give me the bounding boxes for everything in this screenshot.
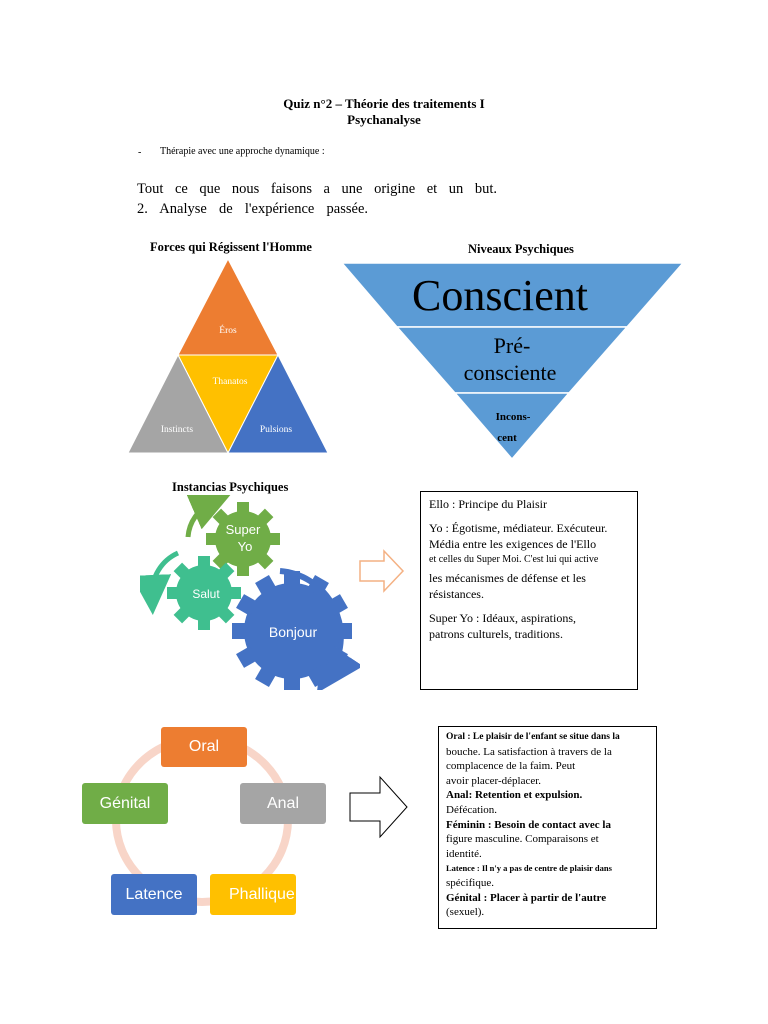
lat-desc-1: Il n'y a pas de centre de plaisir dans	[479, 863, 612, 874]
anal-desc-1: Retention et expulsion.	[472, 789, 583, 802]
instincts-segment	[127, 353, 229, 454]
pulsions-label: Pulsions	[260, 425, 293, 435]
preconscient-label-a: Pré-	[494, 333, 531, 358]
preconscient-label-b: consciente	[464, 360, 557, 385]
stage-anal: Anal	[240, 783, 326, 824]
yo-text-2: Média entre les exigences de l'Ello	[429, 537, 597, 551]
bullet-text: Thérapie avec une approche dynamique :	[160, 146, 325, 157]
stage-phallic-label: Phallique	[229, 885, 295, 903]
stage-latency-label: Latence	[125, 885, 183, 903]
instances-gears: Super Yo Salut	[140, 495, 360, 690]
eros-segment	[177, 257, 279, 356]
yo-text-1: Yo : Égotisme, médiateur. Exécuteur.	[429, 521, 608, 535]
gear-left-label: Salut	[192, 587, 220, 601]
inconscient-label-a: Incons-	[496, 411, 531, 423]
intro-line-1: Tout ce que nous faisons a une origine e…	[137, 181, 497, 197]
stage-latency: Latence	[111, 874, 197, 915]
fem-desc-label: Féminin :	[446, 818, 492, 831]
gen-desc-label: Génital :	[446, 891, 488, 904]
stage-phallic: Phallique	[210, 874, 296, 915]
stage-anal-label: Anal	[266, 794, 300, 812]
gear-big-label: Bonjour	[269, 624, 318, 640]
forces-heading: Forces qui Régissent l'Homme	[150, 240, 312, 254]
super-yo-text-2: patrons culturels, traditions.	[429, 627, 563, 641]
gen-desc-1: Placer à partir de l'autre	[487, 891, 607, 904]
gear-bonjour-icon	[232, 571, 352, 690]
yo-text-3: et celles du Super Moi. C'est lui qui ac…	[429, 554, 599, 565]
conscient-label: Conscient	[412, 271, 588, 320]
oral-desc-label: Oral :	[446, 732, 471, 742]
anal-desc-2: Défécation.	[446, 803, 497, 816]
intro-line-2: 2. Analyse de l'expérience passée.	[137, 201, 368, 217]
eros-label: Éros	[219, 324, 237, 336]
fem-desc-3: identité.	[446, 847, 482, 860]
super-yo-text-1: Super Yo : Idéaux, aspirations,	[429, 611, 576, 625]
ello-text: Ello : Principe du Plaisir	[429, 497, 547, 511]
gear-top-label-b: Yo	[238, 539, 253, 554]
oral-desc-3: complacence de la faim. Peut	[446, 760, 576, 773]
bullet-marker: -	[138, 147, 142, 158]
gear-salut-icon	[167, 556, 241, 630]
stage-genital: Génital	[82, 783, 168, 824]
instincts-label: Instincts	[161, 425, 193, 435]
arrow-right-outline-icon	[359, 549, 405, 593]
inconscient-label-b: cent	[497, 432, 517, 444]
levels-triangle: Conscient Pré- consciente Incons- cent	[340, 262, 685, 461]
inconscient-segment	[453, 392, 571, 461]
thanatos-label: Thanatos	[213, 377, 248, 387]
anal-desc-label: Anal:	[446, 789, 473, 802]
fem-desc-1: Besoin de contact avec la	[491, 818, 611, 831]
stage-genital-label: Génital	[99, 794, 151, 812]
stage-oral: Oral	[161, 727, 247, 767]
gen-desc-2: (sexuel).	[446, 906, 485, 919]
levels-heading: Niveaux Psychiques	[468, 242, 574, 256]
oral-desc-2: bouche. La satisfaction à travers de la	[446, 745, 612, 758]
gear-top-label-a: Super	[226, 522, 261, 537]
pulsions-segment	[227, 353, 329, 454]
stages-description-box: Oral : Le plaisir de l'enfant se situe d…	[438, 726, 657, 929]
page-subtitle: Psychanalyse	[347, 112, 421, 127]
oral-desc-4: avoir placer-déplacer.	[446, 774, 542, 787]
yo-text-5: résistances.	[429, 587, 484, 601]
cycle-arrow-teal	[140, 550, 180, 615]
stage-oral-label: Oral	[188, 738, 220, 755]
arrow-right-outline-icon-2	[349, 775, 408, 839]
lat-desc-2: spécifique.	[446, 876, 494, 889]
yo-text-4: les mécanismes de défense et les	[429, 571, 586, 585]
lat-desc-label: Latence :	[446, 863, 480, 874]
instances-description-box: Ello : Principe du Plaisir Yo : Égotisme…	[420, 491, 638, 690]
cycle-arrow-green	[185, 495, 231, 538]
oral-desc-1: Le plaisir de l'enfant se situe dans la	[470, 732, 620, 742]
page-title: Quiz n°2 – Théorie des traitements I	[283, 96, 485, 111]
forces-pyramid: Éros Thanatos Instincts Pulsions	[127, 257, 329, 455]
fem-desc-2: figure masculine. Comparaisons et	[446, 833, 599, 846]
instances-heading: Instancias Psychiques	[172, 480, 289, 494]
